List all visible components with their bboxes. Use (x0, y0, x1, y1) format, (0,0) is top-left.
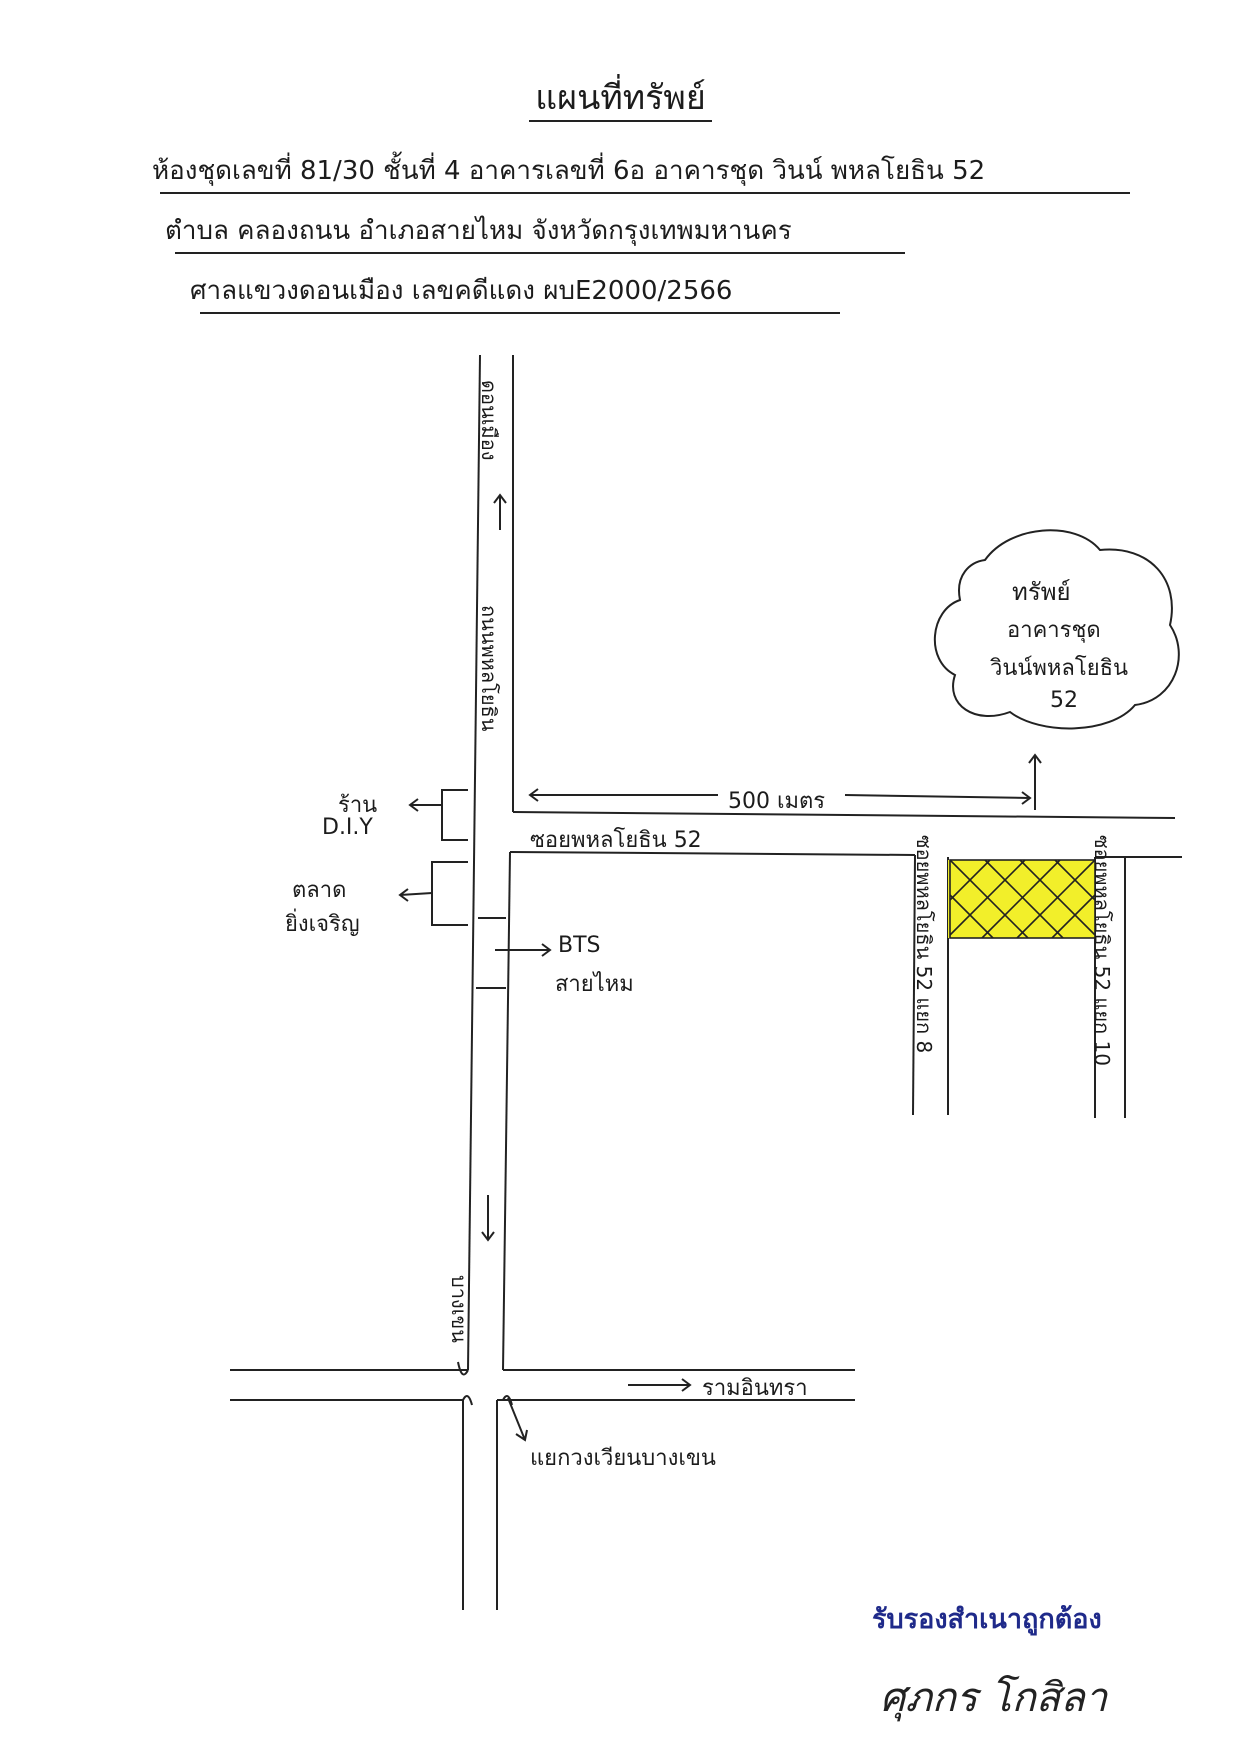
soi-52-label: ซอยพหลโยธิน 52 (530, 828, 702, 853)
property-callout-line3: วินน์พหลโยธิน (990, 656, 1129, 681)
north-arrow (493, 493, 507, 530)
distance-arrow-right (844, 791, 1032, 805)
roundabout-curve-sw (462, 1395, 473, 1406)
soi-branch-8-west-edge (912, 854, 916, 1116)
soi-branch-8-label: ซอยพหลโยธิน 52 แยก 8 (912, 835, 936, 1054)
page-title: แผนที่ทรัพย์ (0, 70, 1241, 124)
soi-52-south-edge-west (509, 851, 916, 856)
property-callout-line1: ทรัพย์ (1012, 578, 1071, 606)
roundabout-curve-nw (457, 1361, 469, 1376)
market-label-line1: ตลาด (292, 878, 347, 903)
main-road-west-edge-north (467, 354, 481, 1371)
market-box (431, 861, 468, 926)
property-pointer-arrow (1028, 753, 1042, 810)
location-line: ตำบล คลองถนน อำเภอสายไหม จังหวัดกรุงเทพม… (165, 216, 792, 246)
soi-branch-10-label: ซอยพหลโยธิน 52 แยก 10 (1090, 835, 1114, 1066)
main-road-east-edge-middle (502, 851, 511, 1371)
ram-inthra-label: รามอินทรา (702, 1376, 808, 1401)
roundabout-label: แยกวงเวียนบางเขน (530, 1446, 716, 1471)
diy-shop-label-line2: D.I.Y (322, 815, 373, 840)
distance-arrow-left (528, 788, 718, 802)
bts-label-line2: สายไหม (555, 972, 634, 997)
south-direction-label: บางเขน (447, 1275, 471, 1343)
certified-copy-stamp: รับรองสำเนาถูกต้อง (872, 1604, 1102, 1635)
market-label-line2: ยิ่งเจริญ (285, 912, 360, 937)
diy-shop-arrow (408, 798, 442, 812)
north-direction-label: ดอนเมือง (477, 380, 501, 461)
property-callout-cloud (933, 529, 1180, 730)
south-arrow (481, 1195, 495, 1242)
roundabout-curve-se (502, 1395, 513, 1406)
unit-line: ห้องชุดเลขที่ 81/30 ชั้นที่ 4 อาคารเลขที… (152, 156, 986, 186)
market-arrow (398, 888, 433, 902)
signature: ศุภกร โกสิลา (880, 1675, 1108, 1721)
diy-shop-box (441, 789, 468, 841)
court-line: ศาลแขวงดอนเมือง เลขคดีแดง ผบE2000/2566 (190, 276, 733, 306)
property-callout-line4: 52 (1050, 688, 1078, 713)
property-callout-line2: อาคารชุด (1007, 618, 1101, 643)
soi-52-north-edge (512, 811, 1176, 819)
ram-inthra-arrow (628, 1378, 692, 1392)
bts-label-line1: BTS (558, 933, 601, 958)
distance-label: 500 เมตร (728, 789, 826, 814)
property-hatch (949, 859, 1096, 939)
diy-shop-label-line1: ร้าน (338, 793, 378, 818)
bts-arrow (495, 943, 552, 957)
roundabout-pointer (507, 1397, 528, 1442)
main-road-label: ถนนพหลโยธิน (477, 605, 501, 732)
